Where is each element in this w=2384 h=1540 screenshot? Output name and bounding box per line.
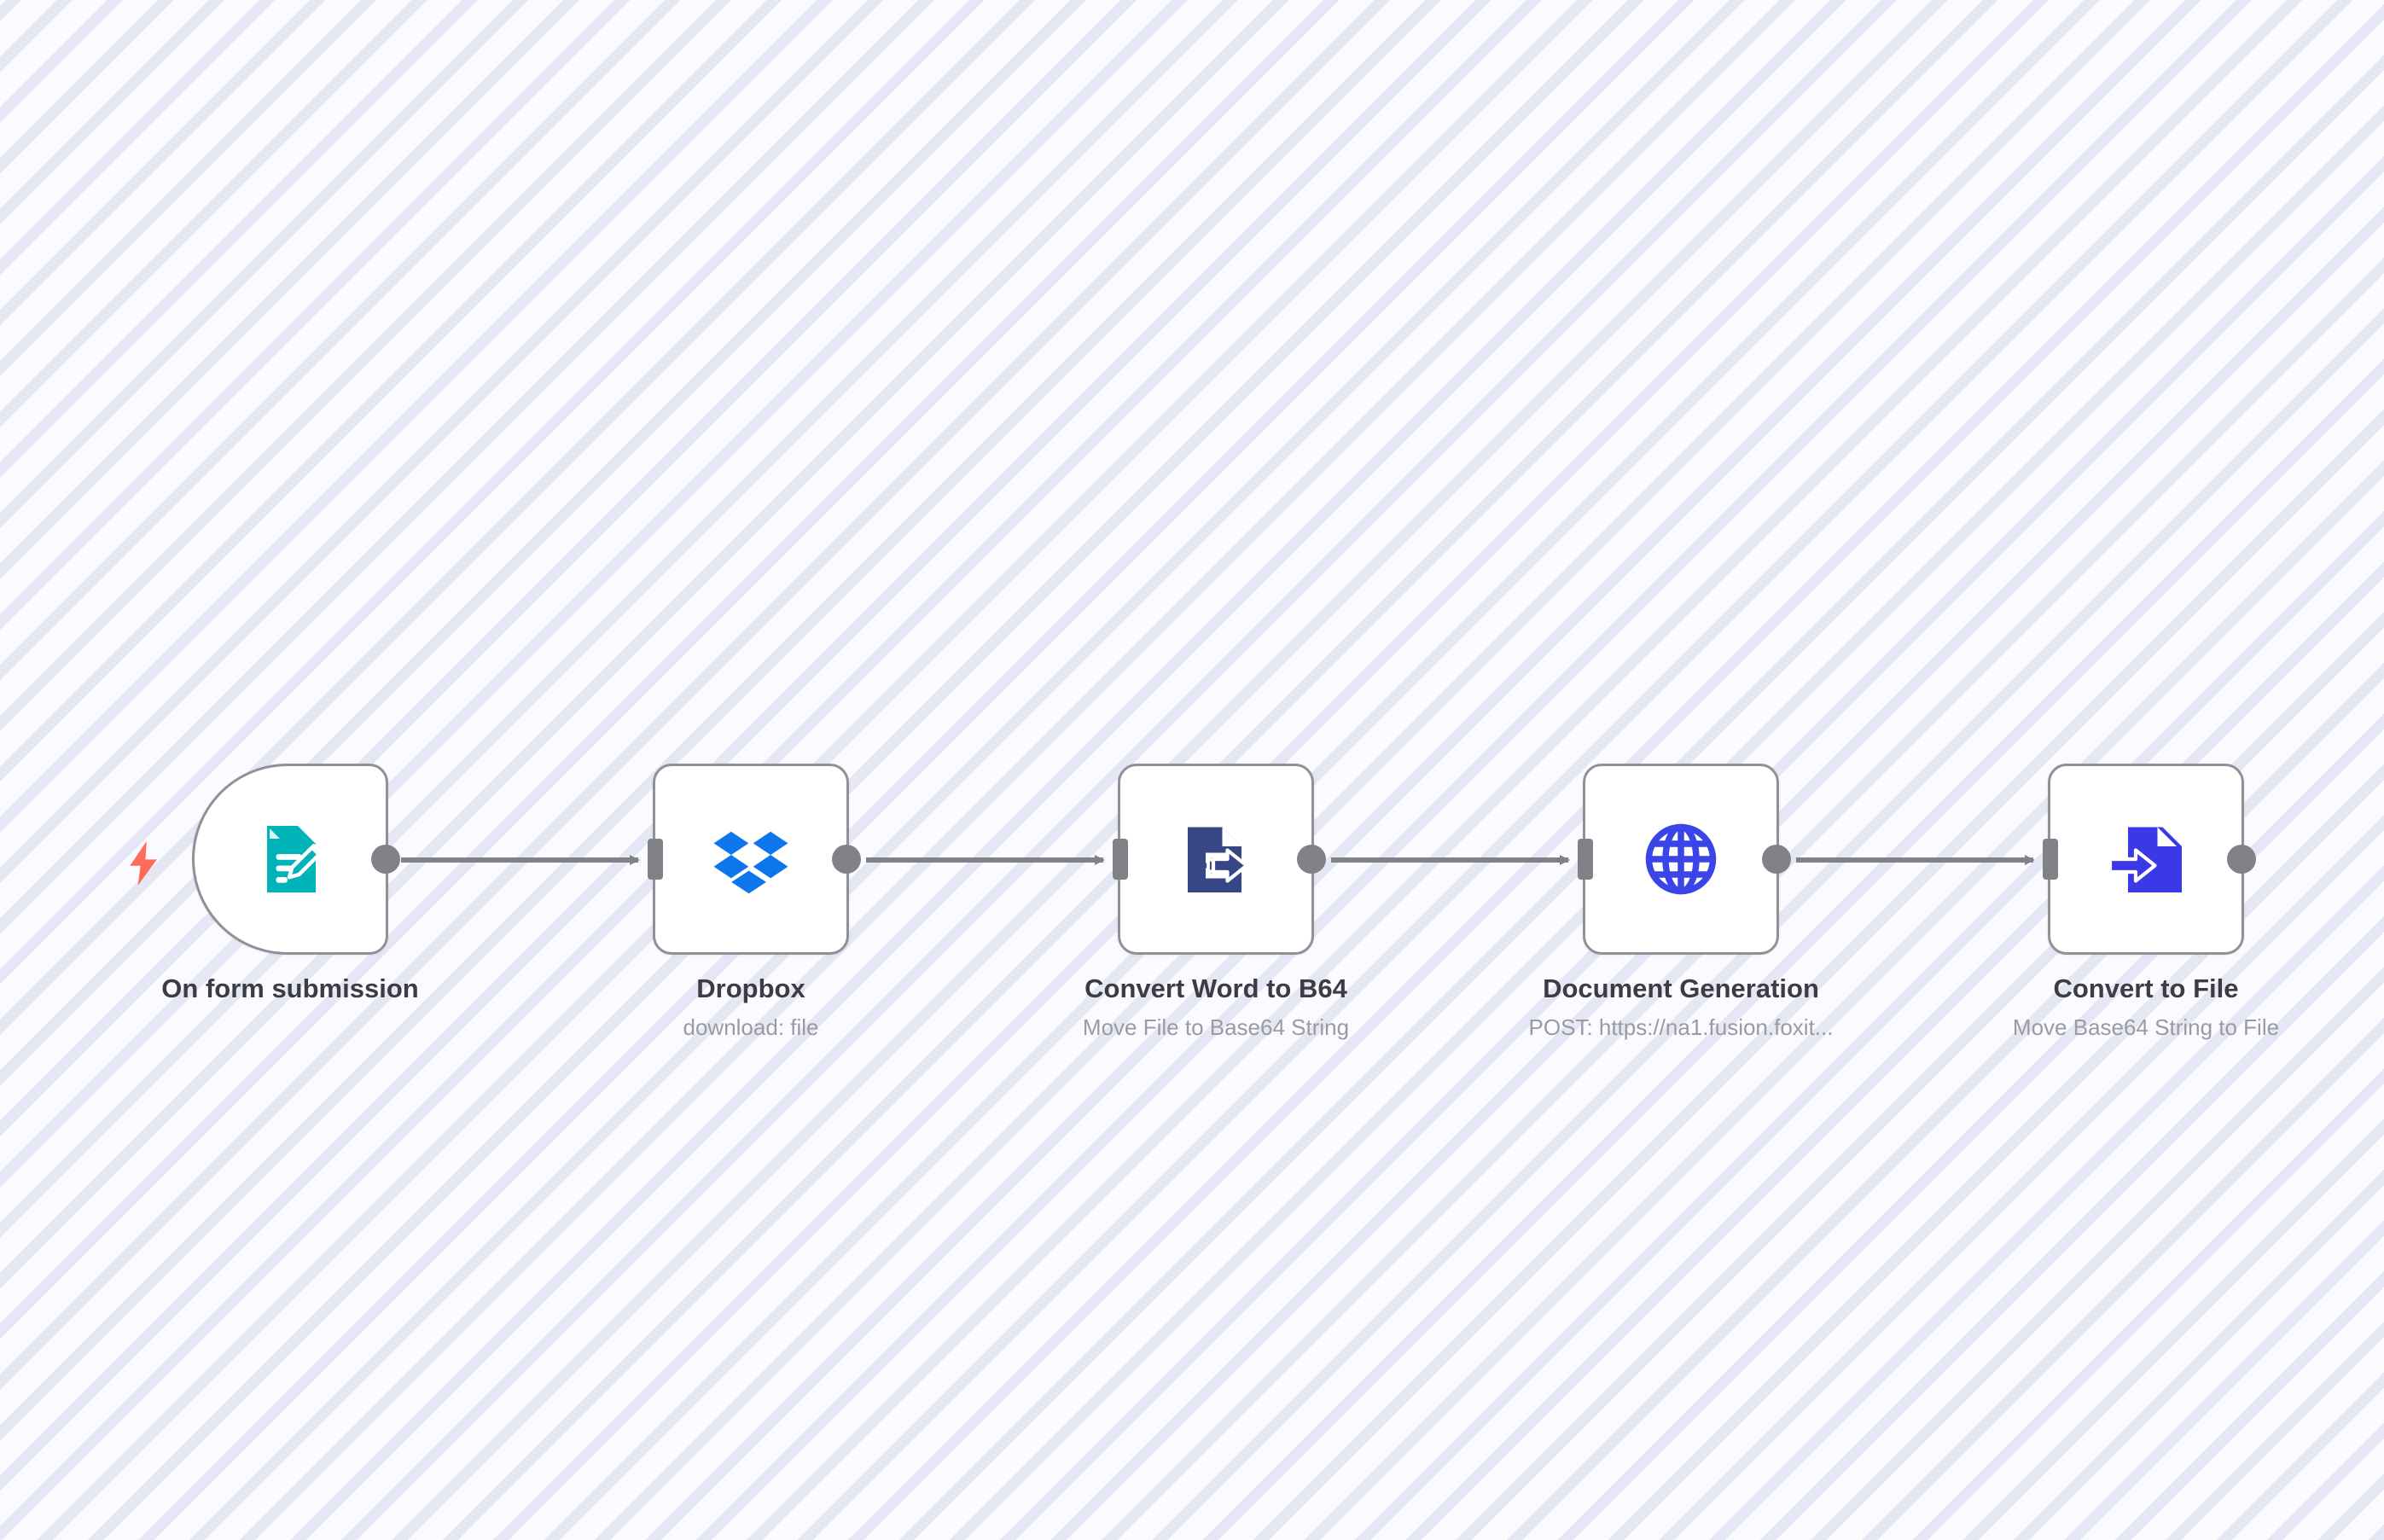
output-endpoint[interactable] [832, 845, 861, 874]
output-endpoint[interactable] [1297, 845, 1326, 874]
node-label-group: Document Generation POST: https://na1.fu… [1416, 973, 1945, 1040]
node-subtitle: Move File to Base64 String [1082, 1014, 1350, 1040]
node-title: Convert to File [2053, 973, 2239, 1003]
node-label-group: Convert Word to B64 Move File to Base64 … [951, 973, 1480, 1040]
node-box[interactable] [1578, 764, 1791, 955]
globe-icon [1645, 823, 1717, 895]
node-convert-to-file[interactable]: Convert to File Move Base64 String to Fi… [2013, 764, 2279, 1040]
node-title: Convert Word to B64 [1084, 973, 1347, 1003]
lightning-bolt-icon [130, 841, 157, 886]
node-box[interactable] [648, 764, 861, 955]
file-import-icon [2108, 827, 2182, 892]
node-box[interactable] [130, 764, 400, 955]
node-subtitle: POST: https://na1.fusion.foxit... [1528, 1014, 1834, 1040]
dropbox-icon [713, 831, 788, 894]
node-label-group: Dropbox download: file [486, 973, 1015, 1040]
node-title: Dropbox [696, 973, 805, 1003]
node-box[interactable] [1113, 764, 1326, 955]
node-label-group: On form submission [26, 973, 555, 1005]
node-label-group: Convert to File Move Base64 String to Fi… [1881, 973, 2384, 1040]
node-title: Document Generation [1543, 973, 1819, 1003]
output-endpoint[interactable] [1762, 845, 1791, 874]
node-convert-word-to-b64[interactable]: Convert Word to B64 Move File to Base64 … [1083, 764, 1349, 1040]
input-endpoint[interactable] [648, 839, 663, 880]
input-endpoint[interactable] [1113, 839, 1128, 880]
node-title: On form submission [161, 973, 419, 1003]
input-endpoint[interactable] [1578, 839, 1593, 880]
node-document-generation[interactable]: Document Generation POST: https://na1.fu… [1529, 764, 1833, 1040]
node-dropbox[interactable]: Dropbox download: file [648, 764, 861, 1040]
output-endpoint[interactable] [371, 845, 400, 874]
output-endpoint[interactable] [2227, 845, 2256, 874]
input-endpoint[interactable] [2043, 839, 2058, 880]
node-subtitle: Move Base64 String to File [2012, 1014, 2280, 1040]
file-export-icon [1188, 827, 1249, 892]
node-subtitle: download: file [683, 1014, 819, 1040]
node-on-form-submission[interactable]: On form submission [130, 764, 419, 1003]
node-box[interactable] [2043, 764, 2256, 955]
form-edit-icon [267, 826, 323, 892]
